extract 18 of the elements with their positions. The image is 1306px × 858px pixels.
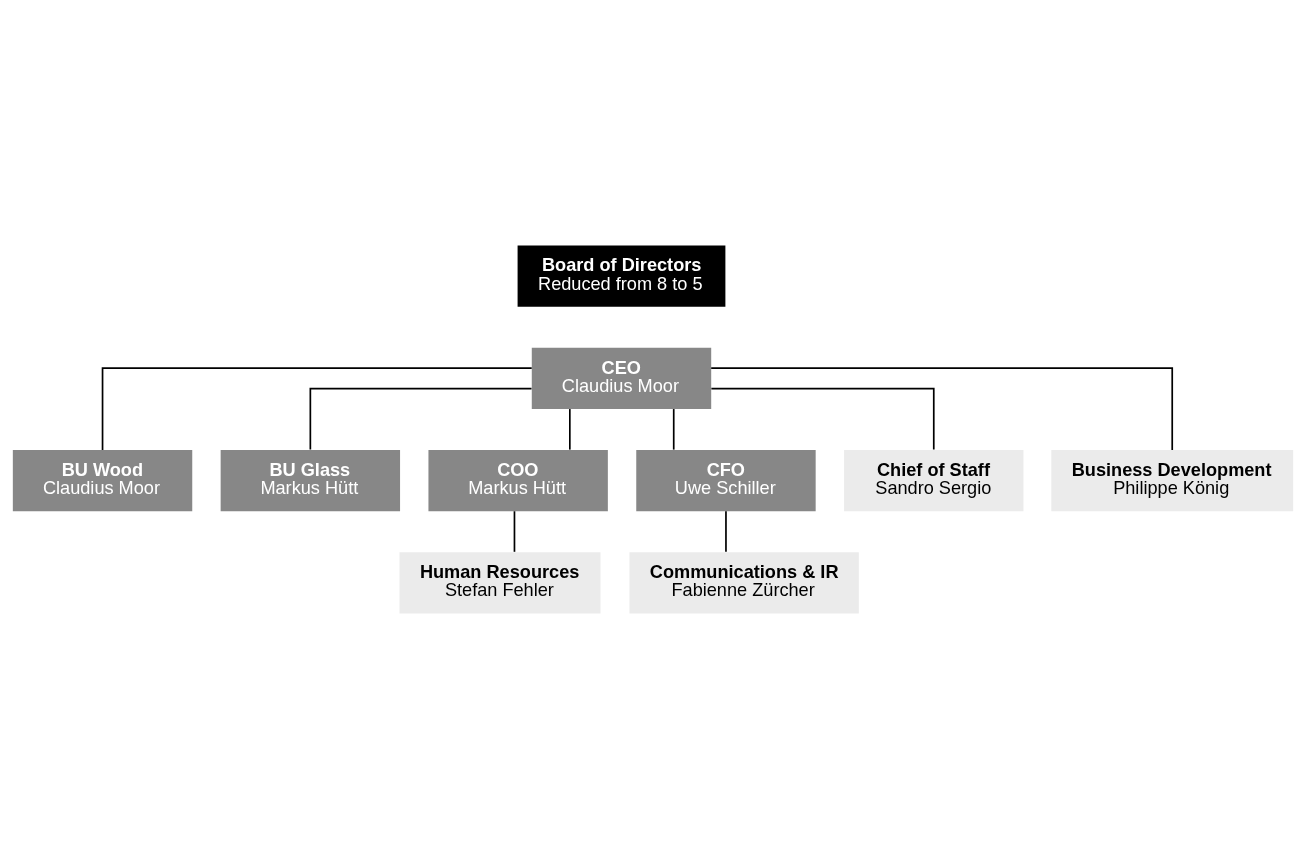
connector	[672, 407, 675, 450]
connector	[725, 509, 727, 553]
node-box: Human Resources Stefan Fehler	[399, 551, 601, 613]
node-box: BU Wood Claudius Moor	[12, 449, 193, 511]
node-box: COO Markus Hütt	[428, 449, 608, 511]
node-box: Communications & IR Fabienne Zürcher	[629, 551, 859, 613]
node-box: Chief of Staff Sandro Sergio	[844, 449, 1024, 511]
connector	[101, 366, 533, 451]
node-box: Business Development Philippe König	[1051, 449, 1294, 511]
connector	[309, 387, 533, 450]
connector	[710, 387, 935, 450]
connector	[710, 366, 1174, 451]
connector	[568, 407, 571, 450]
node-box: CEO Claudius Moor	[531, 347, 712, 409]
node-box: BU Glass Markus Hütt	[220, 449, 401, 511]
node-box: CFO Uwe Schiller	[636, 449, 816, 511]
node-box: Board of Directors Reduced from 8 to 5	[517, 245, 726, 307]
connector	[513, 509, 516, 553]
